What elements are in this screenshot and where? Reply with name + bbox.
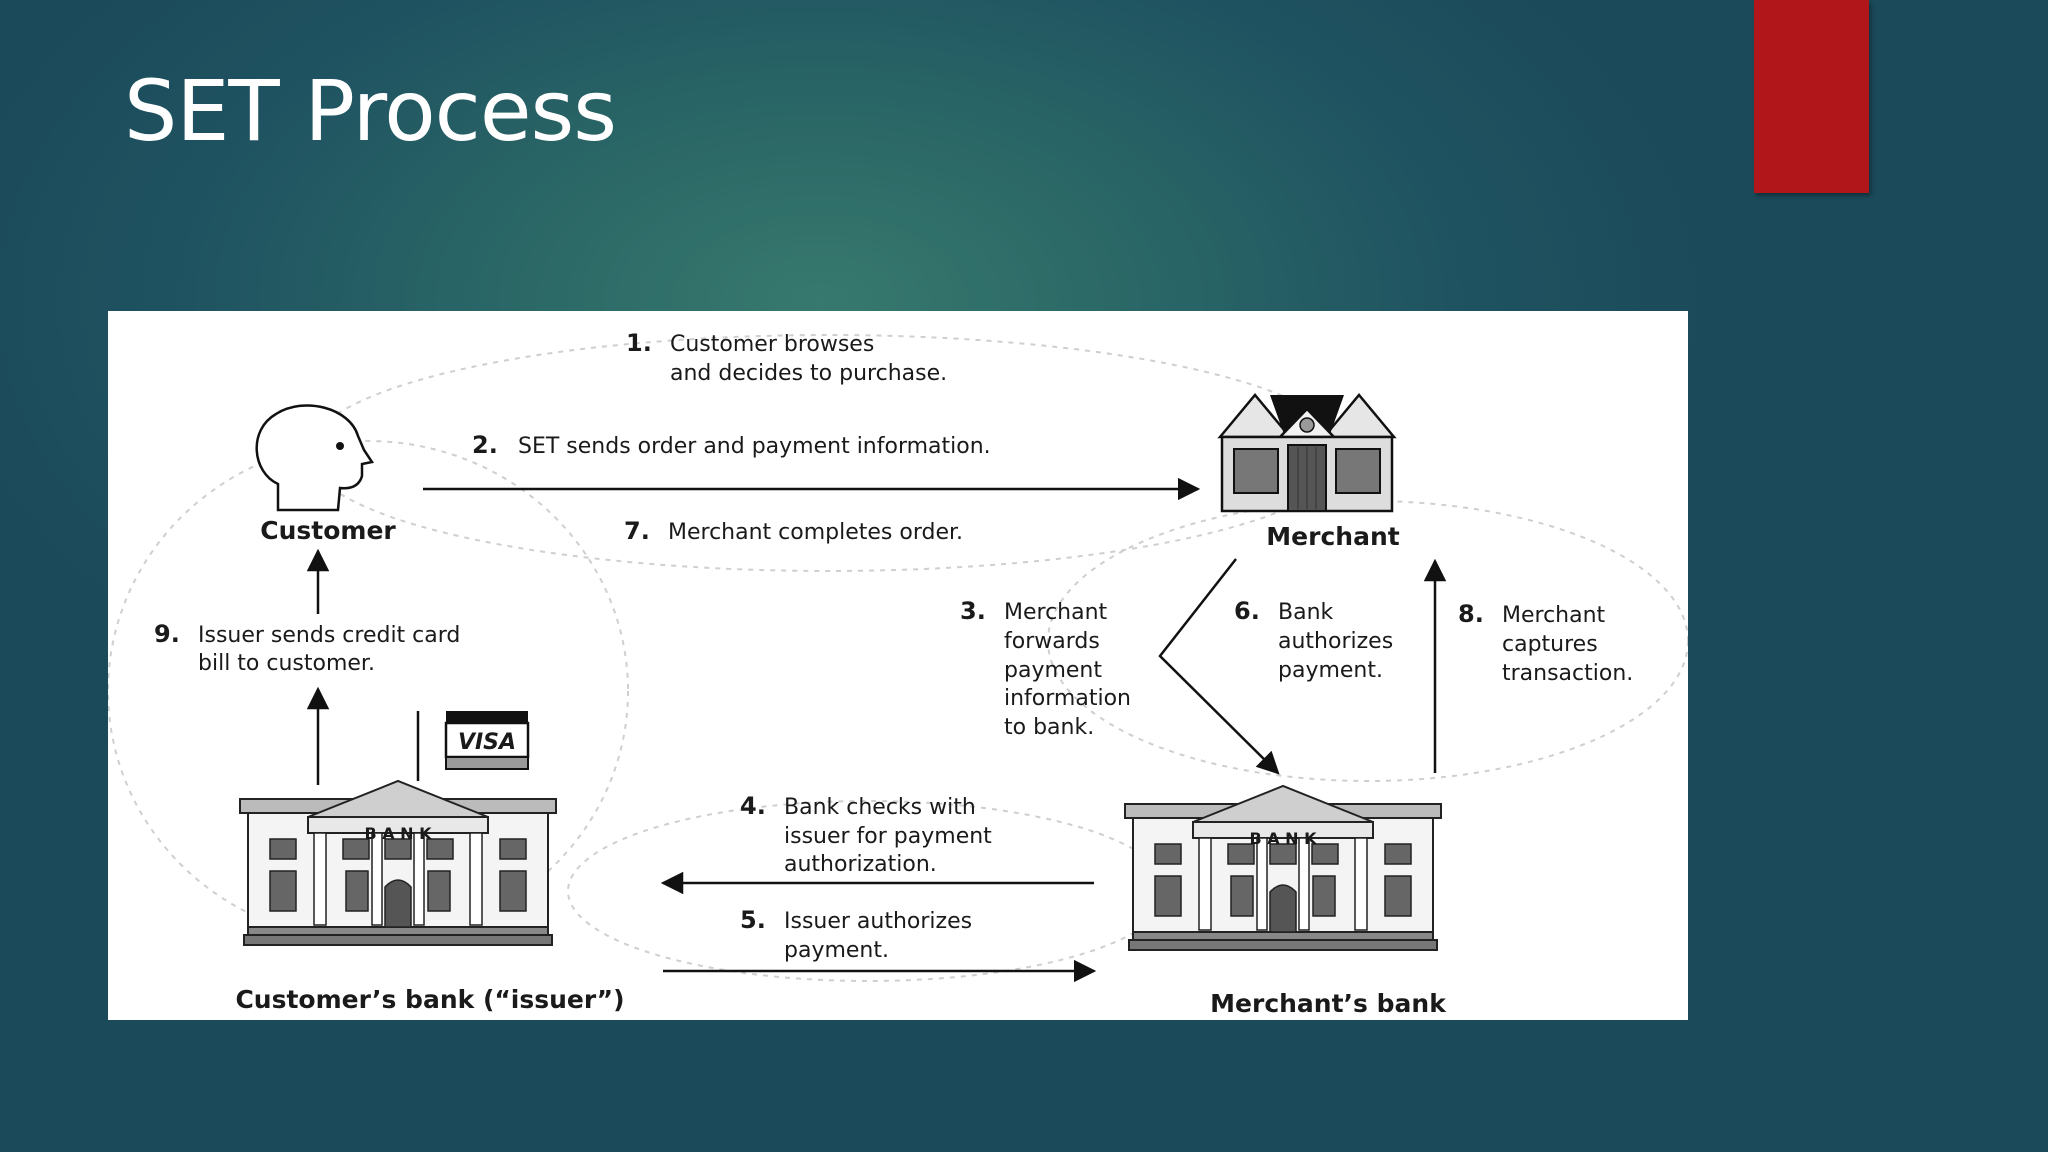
step-5: 5. Issuer authorizes payment. (740, 906, 972, 963)
step-text: Merchant (1004, 600, 1108, 625)
step-text: authorization. (784, 852, 937, 877)
issuer-bank-icon (239, 780, 557, 946)
step-4: 4. Bank checks with issuer for payment a… (740, 792, 992, 877)
step-3: 3. Merchant forwards payment information… (960, 597, 1131, 740)
step-text: Merchant completes order. (668, 520, 963, 545)
step-text: forwards (1004, 629, 1100, 654)
step-6: 6. Bank authorizes payment. (1234, 597, 1393, 683)
step-number: 2. (472, 431, 498, 459)
merchant-bank-label: Merchant’s bank (1210, 989, 1447, 1018)
step-number: 4. (740, 792, 766, 820)
step-text: authorizes (1278, 629, 1393, 654)
issuer-bank-label: Customer’s bank (“issuer”) (235, 985, 624, 1014)
set-process-diagram: B A N K VISA B A N K Customer Merchant C… (108, 311, 1688, 1020)
step-text: payment. (784, 938, 889, 963)
step-text: Bank checks with (784, 795, 976, 820)
step-text: bill to customer. (198, 651, 375, 676)
issuer-bank-sign: B A N K (364, 824, 432, 843)
visa-label: VISA (458, 730, 516, 755)
merchant-store-icon (1217, 393, 1397, 513)
step-text: captures (1502, 632, 1598, 657)
step-number: 6. (1234, 597, 1260, 625)
accent-bar (1754, 0, 1869, 193)
step-number: 5. (740, 906, 766, 934)
step-text: Bank (1278, 600, 1334, 625)
step-1: 1. Customer browses and decides to purch… (626, 329, 947, 386)
step-text: Issuer authorizes (784, 909, 972, 934)
step-number: 8. (1458, 600, 1484, 628)
merchant-bank-sign: B A N K (1249, 829, 1317, 848)
step-text: to bank. (1004, 715, 1094, 740)
customer-label: Customer (260, 516, 396, 545)
step-text: Customer browses (670, 332, 874, 357)
step-number: 7. (624, 517, 650, 545)
merchant-label: Merchant (1266, 522, 1399, 551)
step-text: and decides to purchase. (670, 361, 947, 386)
step-text: Merchant (1502, 603, 1606, 628)
customer-head-icon (255, 404, 375, 512)
step-text: Issuer sends credit card (198, 623, 460, 648)
step-text: issuer for payment (784, 824, 992, 849)
merchant-bank-icon (1124, 785, 1442, 951)
step-9: 9. Issuer sends credit card bill to cust… (154, 620, 460, 676)
step-number: 3. (960, 597, 986, 625)
step-8: 8. Merchant captures transaction. (1458, 600, 1633, 686)
step-number: 9. (154, 620, 180, 648)
step-text: payment. (1278, 658, 1383, 683)
step-text: transaction. (1502, 661, 1633, 686)
step-7: 7. Merchant completes order. (624, 517, 963, 545)
step-text: SET sends order and payment information. (518, 434, 991, 459)
step-text: information (1004, 686, 1131, 711)
step-text: payment (1004, 658, 1102, 683)
step-2: 2. SET sends order and payment informati… (472, 431, 991, 459)
slide-title: SET Process (124, 62, 617, 160)
visa-flag-icon: VISA (444, 711, 530, 770)
step-number: 1. (626, 329, 652, 357)
arrow-merchant-to-bank (1158, 558, 1280, 775)
